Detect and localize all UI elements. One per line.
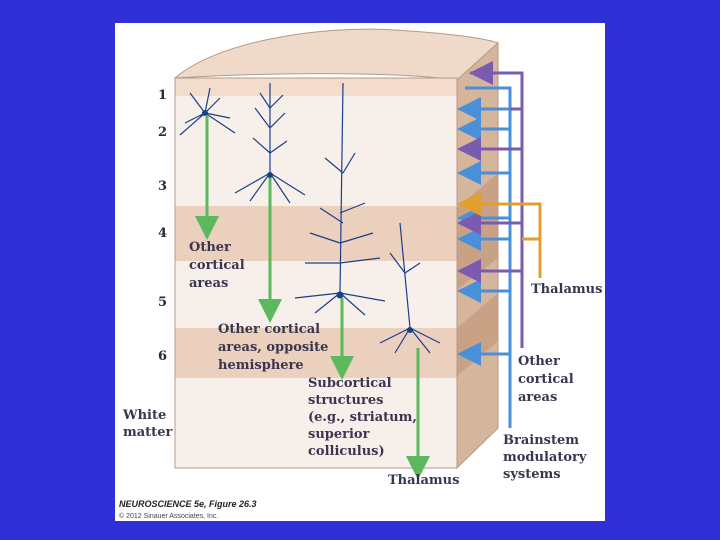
layer-number: 5	[158, 295, 167, 310]
diagram-label: colliculus)	[308, 444, 385, 459]
diagram-label: areas, opposite	[218, 340, 328, 355]
layer-number: 2	[158, 125, 167, 140]
brainstem-label: Brainstem modulatory systems	[503, 433, 587, 482]
other-cortical-out-label: Other cortical areas	[189, 240, 245, 291]
diagram-label: cortical	[189, 258, 245, 273]
thalamus-out-label: Thalamus	[388, 473, 459, 488]
layer-number: 6	[158, 349, 167, 364]
layer-numbers: 1 2 3 4 5 6	[158, 88, 167, 364]
diagram-label: Brainstem	[503, 433, 579, 448]
diagram-label: structures	[308, 393, 383, 408]
diagram-label: Other	[189, 240, 231, 255]
neurons	[179, 82, 441, 354]
thalamus-in-label: Thalamus	[531, 282, 602, 297]
diagram-label: Other cortical	[218, 322, 320, 337]
layer-number: 1	[158, 88, 167, 103]
figure-caption: NEUROSCIENCE 5e, Figure 26.3	[119, 499, 257, 509]
diagram-label: systems	[503, 467, 561, 482]
other-cortical-in-label: Other cortical areas	[518, 354, 574, 405]
layer-number: 3	[158, 179, 167, 194]
diagram-label: cortical	[518, 372, 574, 387]
brainstem-arrows	[457, 86, 512, 428]
diagram-label	[202, 110, 413, 333]
output-arrows	[195, 115, 430, 480]
diagram-label: modulatory	[503, 450, 587, 465]
opposite-hemisphere-label: Other cortical areas, opposite hemispher…	[218, 322, 328, 373]
subcortical-label: Subcortical structures (e.g., striatum, …	[308, 376, 417, 459]
diagram-label: hemisphere	[218, 358, 304, 373]
copyright-text: © 2012 Sinauer Associates, Inc.	[119, 512, 218, 520]
figure-panel: 1 2 3 4 5 6 White matter Other cortical …	[115, 23, 605, 521]
cortical-arrows	[457, 61, 524, 348]
diagram-label: superior	[308, 427, 370, 442]
diagram-label: Subcortical	[308, 376, 392, 391]
diagram-label: (e.g., striatum,	[308, 410, 417, 425]
white-matter-label: White	[122, 408, 166, 423]
diagram-label: Other	[518, 354, 560, 369]
diagram-label: areas	[189, 276, 228, 291]
diagram-label: areas	[518, 390, 557, 405]
thalamus-arrows	[457, 192, 542, 278]
white-matter-label: matter	[123, 425, 172, 440]
cortex-diagram: 1 2 3 4 5 6 White matter Other cortical …	[119, 28, 602, 520]
layer-number: 4	[158, 226, 167, 241]
